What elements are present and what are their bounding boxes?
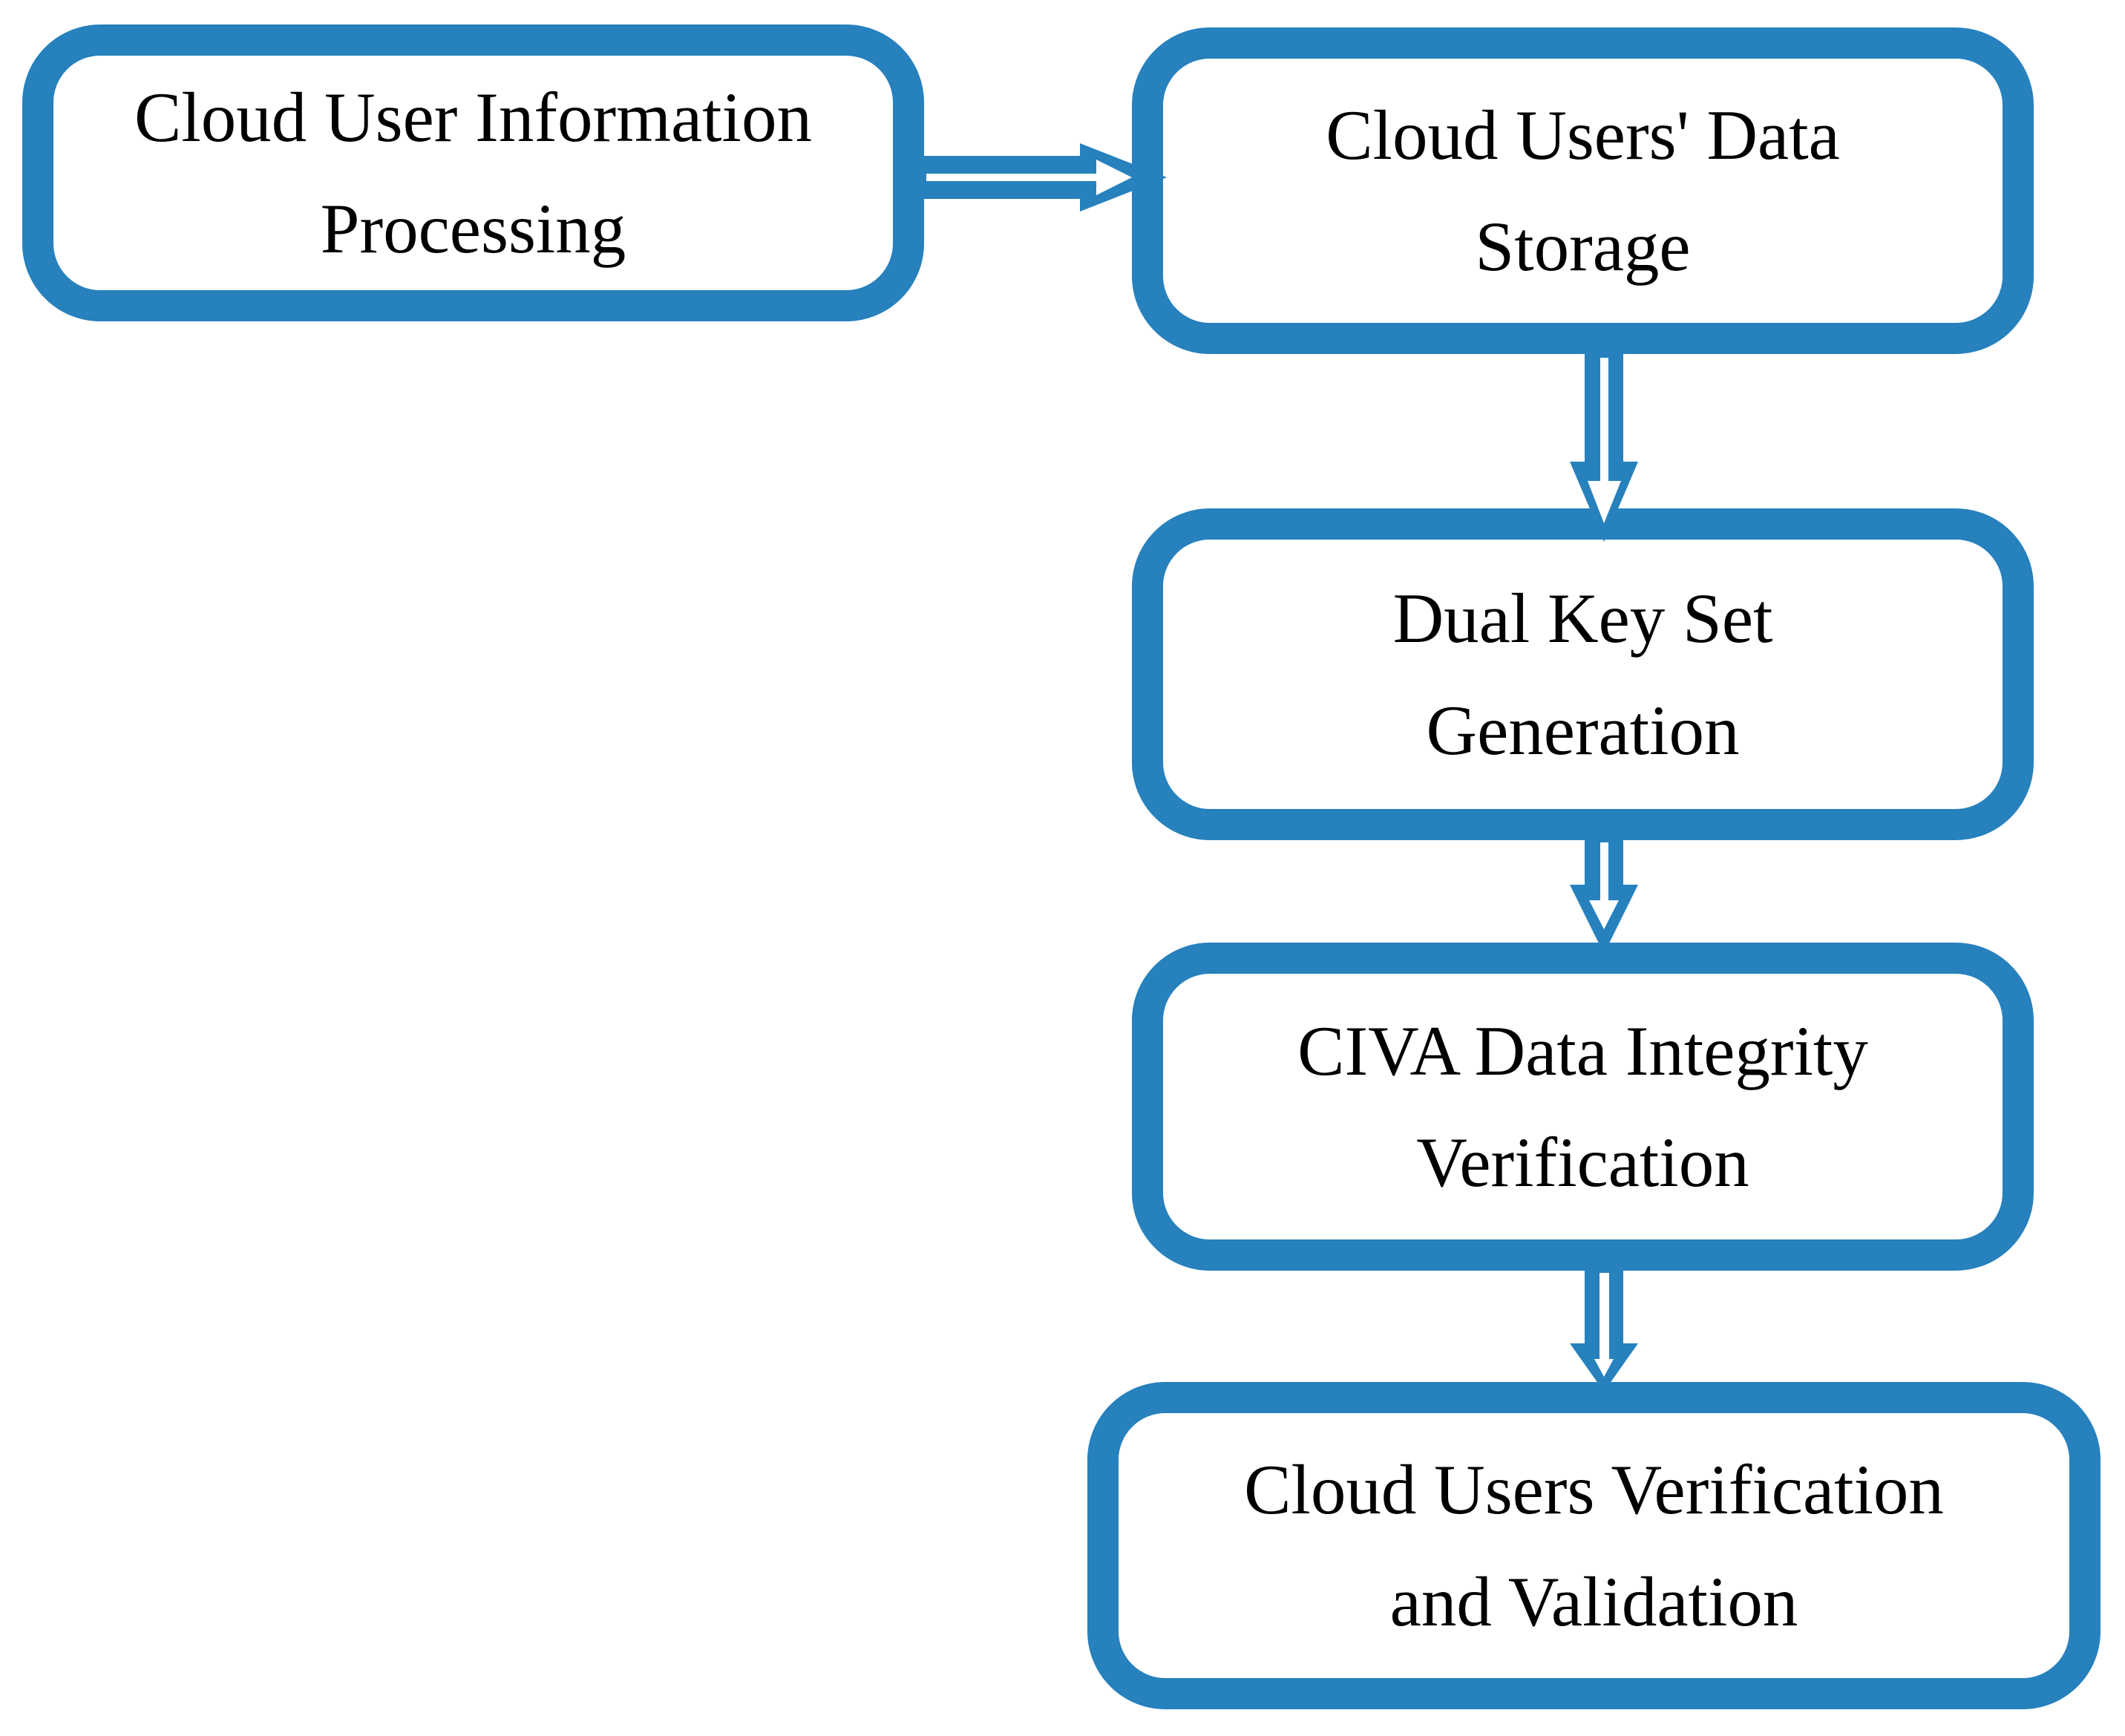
- node-label-line: Cloud Users Verification: [1244, 1450, 1944, 1530]
- node-label-line: Verification: [1416, 1123, 1749, 1202]
- node-label-line: Cloud User Information: [134, 77, 812, 157]
- arrow-down-3-icon: [1570, 1265, 1638, 1392]
- flow-node-cloud-users-data-storage: Cloud Users' Data Storage: [1132, 27, 2034, 354]
- flow-node-cloud-users-verification-and-validation: Cloud Users Verification and Validation: [1087, 1382, 2101, 1709]
- node-label-line: Storage: [1475, 207, 1691, 286]
- node-label-line: Cloud Users' Data: [1326, 95, 1840, 174]
- node-label-line: CIVA Data Integrity: [1297, 1011, 1868, 1090]
- node-label-line: Generation: [1426, 690, 1740, 770]
- node-label-line: Dual Key Set: [1392, 579, 1773, 658]
- flow-node-civa-data-integrity-verification: CIVA Data Integrity Verification: [1132, 943, 2034, 1271]
- arrow-right-icon: [920, 143, 1167, 212]
- flow-node-cloud-user-information-processing: Cloud User Information Processing: [22, 24, 924, 321]
- node-label-line: Processing: [320, 189, 626, 268]
- node-label-line: and Validation: [1389, 1562, 1798, 1641]
- arrow-down-2-icon: [1570, 835, 1638, 954]
- flow-node-dual-key-set-generation: Dual Key Set Generation: [1132, 508, 2034, 840]
